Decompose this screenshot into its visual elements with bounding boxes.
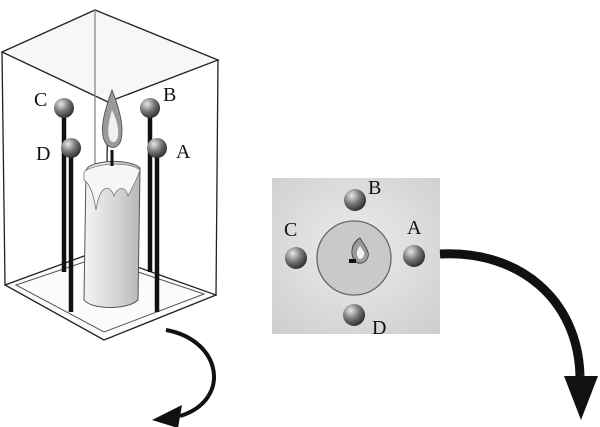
ball-a [147,138,167,158]
ball-c [54,98,74,118]
ball-d [61,138,81,158]
perspective-view: C B D A [0,9,220,341]
label-a: A [176,141,191,163]
label-b: B [163,84,176,106]
top-wick [349,259,356,263]
top-label-b: B [368,177,381,199]
candle-flame-core [108,110,119,143]
candle-drip [83,163,141,211]
top-label-d: D [372,317,386,339]
box-right-edge [215,59,219,296]
top-label-c: C [284,219,297,241]
box-left-edge [1,51,6,286]
rotation-arrow-small [152,328,216,427]
rotation-arrow-large [439,249,598,420]
label-c: C [34,89,47,111]
ball-b [140,98,160,118]
candle [83,88,141,308]
top-ball-b [344,189,366,211]
top-ball-d [343,304,365,326]
label-d: D [36,143,50,165]
top-view: B C A D [272,177,440,339]
top-ball-a [403,245,425,267]
top-label-a: A [407,217,422,239]
top-ball-c [285,247,307,269]
